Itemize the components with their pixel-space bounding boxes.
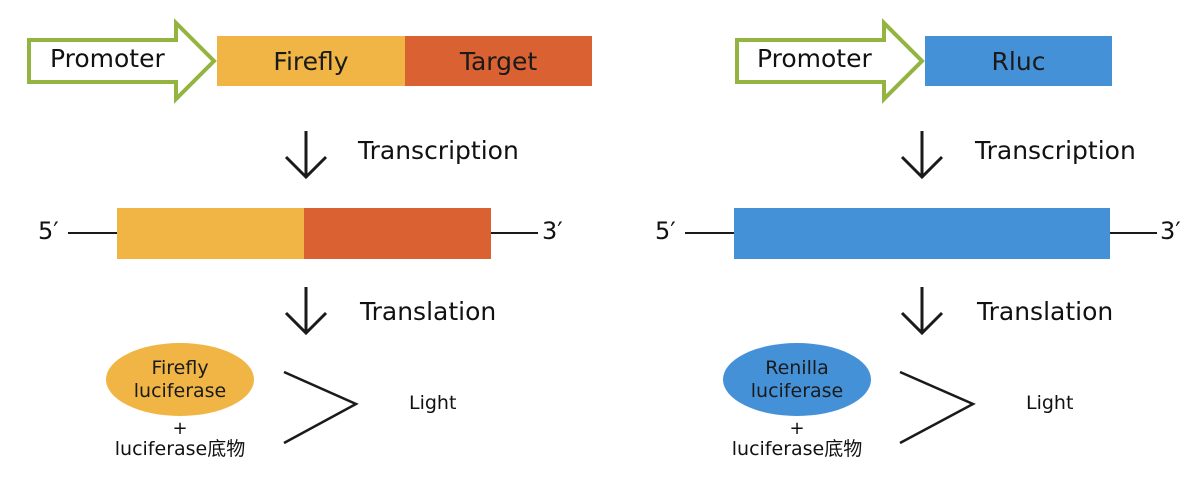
right-mrna-rluc-segment [734, 208, 1110, 259]
left-transcription-arrow-icon [284, 131, 328, 180]
right-transcription-label: Transcription [975, 136, 1136, 165]
right-renilla-luciferase-oval: Renilla luciferase [723, 343, 871, 416]
left-translation-label: Translation [360, 297, 497, 326]
left-transcription-label: Transcription [358, 136, 519, 165]
left-firefly-gene: Firefly [217, 36, 405, 86]
left-five-prime-label: 5′ [38, 217, 59, 245]
left-mrna-target-segment [304, 208, 491, 259]
left-mrna-firefly-segment [117, 208, 304, 259]
right-enzyme-line2: luciferase [750, 379, 844, 402]
right-transcription-arrow-icon [900, 131, 944, 180]
right-rluc-gene: Rluc [925, 36, 1112, 86]
right-rluc-gene-label: Rluc [991, 46, 1046, 76]
left-three-prime-label: 3′ [542, 217, 563, 245]
left-light-label: Light [409, 392, 457, 414]
left-panel: Promoter Firefly Target Transcription 5′… [0, 0, 600, 481]
right-translation-label: Translation [977, 297, 1114, 326]
right-substrate-label: luciferase底物 [731, 438, 863, 460]
left-firefly-gene-label: Firefly [273, 46, 349, 76]
right-plus-sign: + [789, 418, 805, 439]
left-plus-sign: + [172, 418, 188, 439]
left-target-gene-label: Target [459, 46, 538, 76]
right-promoter-label: Promoter [757, 44, 872, 73]
right-translation-arrow-icon [900, 287, 944, 336]
right-three-prime-label: 3′ [1160, 217, 1181, 245]
right-panel: Promoter Rluc Transcription 5′ 3′ Transl… [600, 0, 1203, 481]
left-firefly-luciferase-oval: Firefly luciferase [106, 343, 254, 416]
left-target-gene: Target [405, 36, 592, 86]
left-enzyme-line2: luciferase [133, 379, 227, 402]
right-light-label: Light [1026, 392, 1074, 414]
left-translation-arrow-icon [284, 287, 328, 336]
right-reaction-chevron [899, 370, 976, 445]
right-five-prime-label: 5′ [655, 217, 676, 245]
left-promoter-label: Promoter [50, 44, 165, 73]
right-enzyme-line1: Renilla [765, 356, 829, 379]
left-reaction-chevron [283, 370, 359, 445]
left-enzyme-line1: Firefly [151, 356, 209, 379]
right-promoter-arrow-shape [685, 18, 1157, 445]
left-promoter-arrow-shape [27, 18, 538, 445]
left-substrate-label: luciferase底物 [114, 438, 246, 460]
